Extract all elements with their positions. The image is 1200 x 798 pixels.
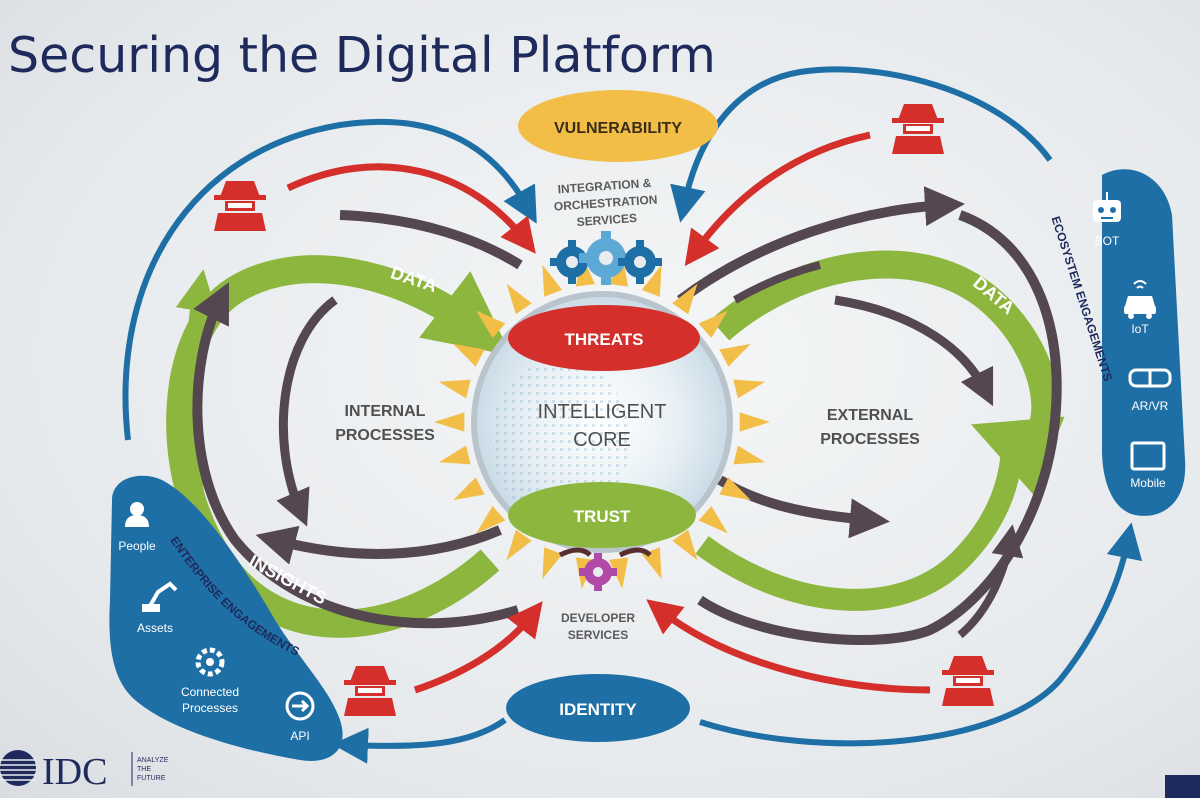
sunburst-ray <box>739 412 770 432</box>
mobile-label: Mobile <box>1130 476 1166 490</box>
blue-flow-arrow <box>122 119 537 441</box>
gray-flow-arrow <box>192 282 520 629</box>
hacker-icon <box>344 666 396 716</box>
sunburst-ray <box>542 264 563 297</box>
sunburst-ray <box>542 547 563 580</box>
car-icon <box>1124 280 1156 319</box>
green-flow-band-left <box>166 255 512 638</box>
page-title: Securing the Digital Platform <box>8 27 716 84</box>
sunburst-ray <box>733 379 766 399</box>
gray-flow-arrow <box>255 525 502 565</box>
developer-gear-icon <box>558 547 652 591</box>
trust-label: TRUST <box>574 507 631 526</box>
external-processes-line-1: EXTERNAL <box>827 407 913 424</box>
api-icon <box>285 691 315 721</box>
internal-processes-line-1: INTERNAL <box>345 403 426 420</box>
sunburst-ray <box>434 412 465 432</box>
integration-label-line-2: ORCHESTRATION <box>553 192 658 213</box>
people-label: People <box>118 539 156 553</box>
identity-label: IDENTITY <box>559 700 637 719</box>
idc-wordmark: IDC <box>42 751 107 793</box>
sunburst-ray <box>476 506 506 534</box>
idc-tagline-1: ANALYZE <box>137 757 169 764</box>
red-threat-arrow <box>684 131 871 267</box>
core-label-line-1: INTELLIGENT <box>538 401 667 423</box>
red-threat-arrow <box>646 599 931 694</box>
developer-label-line-2: SERVICES <box>568 628 628 642</box>
external-processes-line-2: PROCESSES <box>820 431 920 448</box>
red-threat-arrow <box>413 601 543 694</box>
sunburst-rays <box>434 255 770 589</box>
idc-globe-icon <box>0 750 36 786</box>
gray-flow-arrow <box>717 475 890 539</box>
gray-flow-arrow <box>677 186 965 305</box>
corner-block <box>1165 775 1200 798</box>
integration-label-line-3: SERVICES <box>576 211 637 229</box>
hacker-icon <box>892 104 944 154</box>
core-data-texture <box>490 360 630 520</box>
gray-flow-arrow <box>276 296 338 527</box>
hacker-icon <box>214 181 266 231</box>
sunburst-ray <box>698 310 728 338</box>
gear-process-icon <box>195 647 225 677</box>
tablet-icon <box>1130 441 1166 471</box>
arvr-label: AR/VR <box>1132 399 1169 413</box>
red-threat-arrow <box>286 163 536 254</box>
bot-icon <box>1093 192 1121 222</box>
trust-node <box>508 482 696 548</box>
sunburst-ray <box>641 264 662 297</box>
sunburst-ray <box>438 445 471 465</box>
connected-processes-line-1: Connected <box>181 685 239 699</box>
idc-tagline-3: FUTURE <box>137 775 166 782</box>
gray-flow-arrow <box>733 261 821 304</box>
connected-processes-line-2: Processes <box>182 701 238 715</box>
hacker-icon <box>942 656 994 706</box>
gray-flow-arrow <box>957 524 1024 639</box>
blue-flow-arrow <box>332 717 507 764</box>
sunburst-ray <box>672 529 698 561</box>
sunburst-ray <box>506 283 532 315</box>
gray-flow-arrow <box>834 295 994 407</box>
sunburst-ray <box>506 529 532 561</box>
sunburst-ray <box>733 445 766 465</box>
iot-label: IoT <box>1131 322 1149 336</box>
integration-label-line-1: INTEGRATION & <box>557 176 652 197</box>
enterprise-panel <box>109 475 343 761</box>
sunburst-ray <box>453 343 485 367</box>
sunburst-ray <box>438 379 471 399</box>
bot-label: BOT <box>1095 234 1120 248</box>
sunburst-ray <box>719 477 751 501</box>
person-icon <box>125 502 149 527</box>
vr-goggles-icon <box>1128 368 1172 388</box>
api-label: API <box>290 729 309 743</box>
sunburst-ray <box>672 283 698 315</box>
internal-processes-line-2: PROCESSES <box>335 427 435 444</box>
sunburst-ray <box>609 557 629 589</box>
sunburst-ray <box>698 506 728 534</box>
vulnerability-node <box>518 90 718 162</box>
idc-tagline-2: THE <box>137 766 151 773</box>
sunburst-ray <box>453 477 485 501</box>
gray-flow-arrow <box>339 210 523 270</box>
blue-flow-arrow <box>699 522 1143 747</box>
core-label-line-2: CORE <box>573 429 631 451</box>
sunburst-ray <box>476 310 506 338</box>
idc-logo: IDC ANALYZE THE FUTURE <box>0 750 169 793</box>
assets-label: Assets <box>137 621 173 635</box>
threats-node <box>508 305 700 371</box>
robot-arm-icon <box>142 581 178 612</box>
sunburst-ray <box>719 343 751 367</box>
developer-label-line-1: DEVELOPER <box>561 611 635 625</box>
vulnerability-label: VULNERABILITY <box>554 120 682 137</box>
ecosystem-panel <box>1102 169 1186 516</box>
green-flow-band-right <box>710 250 1065 495</box>
gear-cluster-icon <box>550 231 662 285</box>
green-flow-band-right-lower <box>695 449 1023 611</box>
identity-node <box>506 674 690 742</box>
threats-label: THREATS <box>564 330 643 349</box>
